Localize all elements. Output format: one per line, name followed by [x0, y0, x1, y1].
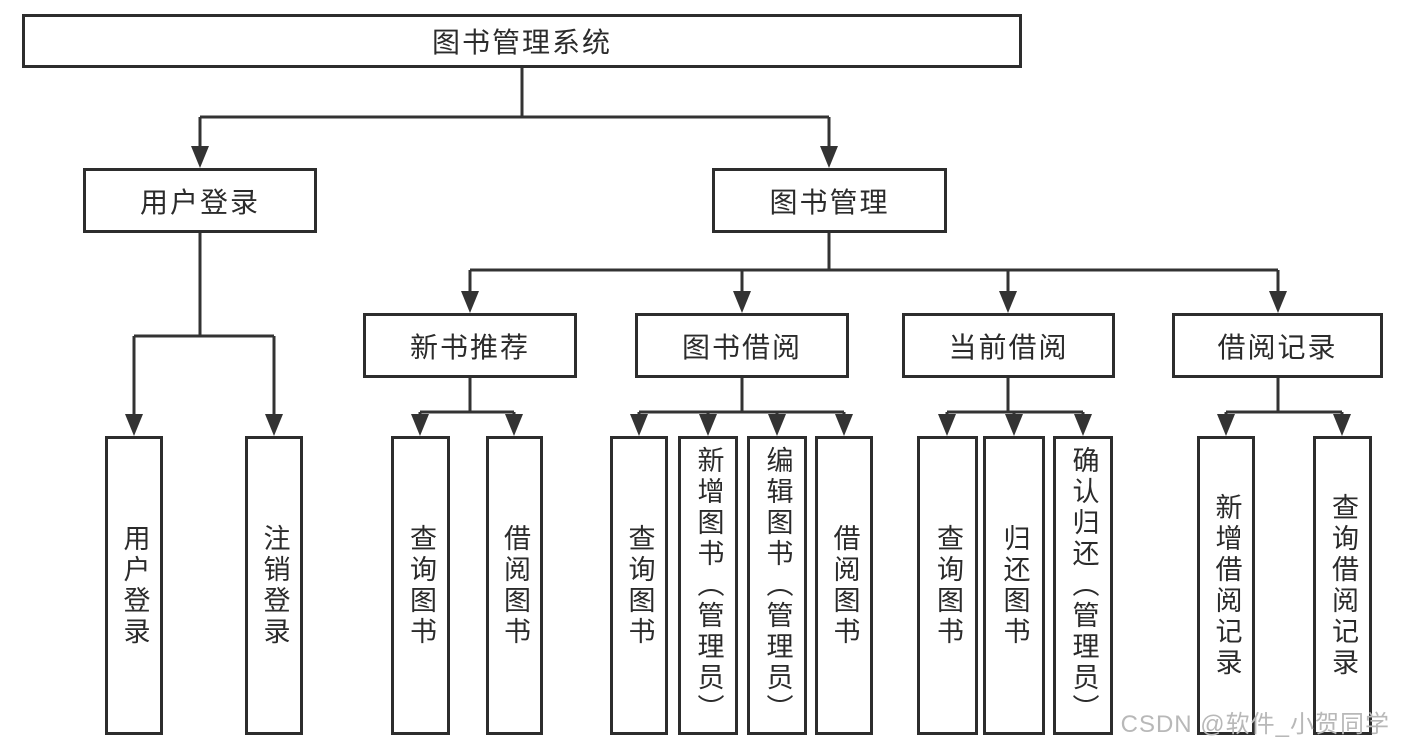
node-book-borrow-label: 图书借阅	[681, 331, 802, 363]
arrowhead	[699, 414, 717, 436]
leaf-query-books-recommend: 查询图书	[391, 436, 450, 735]
connector-book-mgmt-children	[468, 233, 1280, 293]
arrowhead	[461, 291, 479, 313]
leaf-add-borrow-record: 新增借阅记录	[1197, 436, 1255, 735]
leaf-user-login-label: 用户登录	[119, 523, 150, 648]
node-user-login-label: 用户登录	[139, 186, 260, 218]
node-user-login: 用户登录	[83, 168, 317, 233]
leaf-add-book-admin-label: 新增图书（管理员）	[693, 446, 724, 725]
node-borrow-records-label: 借阅记录	[1217, 331, 1338, 363]
node-borrow-records: 借阅记录	[1172, 313, 1383, 378]
csdn-watermark: CSDN @软件_小贺同学	[1120, 711, 1390, 738]
connector-user-login-children	[132, 233, 276, 416]
leaf-query-borrow-record-label: 查询借阅记录	[1328, 492, 1358, 679]
connector-root-to-level2	[198, 68, 831, 148]
arrowhead	[733, 291, 751, 313]
arrowhead	[820, 146, 838, 168]
leaf-edit-book-admin-label: 编辑图书（管理员）	[762, 446, 793, 725]
arrowhead	[265, 414, 283, 436]
leaf-edit-book-admin: 编辑图书（管理员）	[747, 436, 807, 735]
leaf-confirm-return-admin-label: 确认归还（管理员）	[1068, 446, 1099, 725]
leaf-borrow-books-recommend-label: 借阅图书	[500, 523, 530, 648]
leaf-borrow-books-borrow-label: 借阅图书	[829, 523, 860, 648]
arrowhead	[505, 414, 523, 436]
leaf-confirm-return-admin: 确认归还（管理员）	[1053, 436, 1113, 735]
leaf-query-books-current-label: 查询图书	[933, 523, 963, 648]
node-current-borrow: 当前借阅	[902, 313, 1115, 378]
arrowhead	[125, 414, 143, 436]
leaf-add-borrow-record-label: 新增借阅记录	[1211, 492, 1242, 679]
leaf-logout-label: 注销登录	[259, 523, 290, 648]
arrowhead	[1269, 291, 1287, 313]
leaf-add-book-admin: 新增图书（管理员）	[678, 436, 738, 735]
connector-new-book-children	[418, 378, 516, 416]
node-new-book-recommend-label: 新书推荐	[409, 331, 530, 363]
node-book-management-label: 图书管理	[769, 186, 890, 218]
leaf-query-books-borrow: 查询图书	[610, 436, 668, 735]
node-book-borrow: 图书借阅	[635, 313, 849, 378]
arrowhead	[999, 291, 1017, 313]
arrowhead	[835, 414, 853, 436]
arrowhead	[1074, 414, 1092, 436]
leaf-query-books-current: 查询图书	[917, 436, 978, 735]
leaf-query-books-recommend-label: 查询图书	[406, 523, 436, 648]
arrowhead	[630, 414, 648, 436]
arrowhead	[768, 414, 786, 436]
arrowhead	[938, 414, 956, 436]
leaf-borrow-books-borrow: 借阅图书	[815, 436, 873, 735]
node-root-system: 图书管理系统	[22, 14, 1022, 68]
node-book-management: 图书管理	[712, 168, 947, 233]
arrowhead	[191, 146, 209, 168]
connector-current-borrow-children	[945, 378, 1085, 416]
arrowhead	[1217, 414, 1235, 436]
leaf-user-login: 用户登录	[105, 436, 163, 735]
arrowhead	[1333, 414, 1351, 436]
node-current-borrow-label: 当前借阅	[948, 331, 1069, 363]
leaf-query-borrow-record: 查询借阅记录	[1313, 436, 1372, 735]
arrowhead	[411, 414, 429, 436]
leaf-query-books-borrow-label: 查询图书	[624, 523, 655, 648]
leaf-logout: 注销登录	[245, 436, 303, 735]
node-new-book-recommend: 新书推荐	[363, 313, 577, 378]
connector-borrow-record-children	[1224, 378, 1344, 416]
arrowhead	[1005, 414, 1023, 436]
leaf-return-books-label: 归还图书	[999, 523, 1030, 648]
node-root-label: 图书管理系统	[431, 27, 612, 58]
leaf-return-books: 归还图书	[983, 436, 1045, 735]
leaf-borrow-books-recommend: 借阅图书	[486, 436, 543, 735]
connector-book-borrow-children	[637, 378, 846, 416]
